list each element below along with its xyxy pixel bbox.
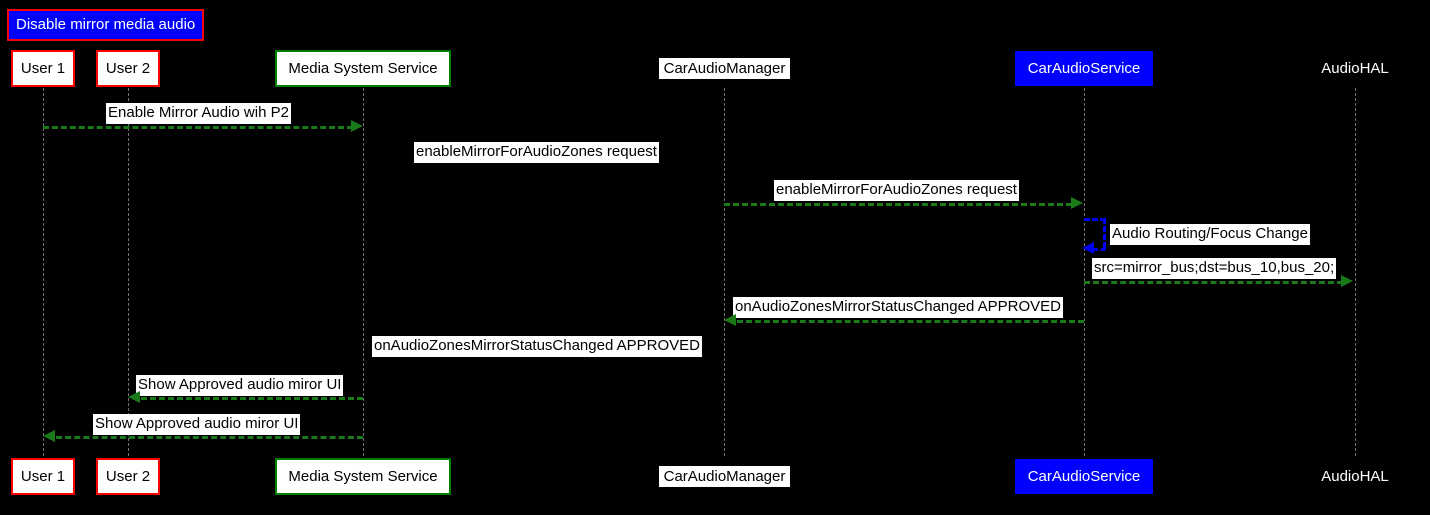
participant-user1-bottom-label: User 1 <box>20 468 66 485</box>
participant-user2-top[interactable]: User 2 <box>96 50 160 87</box>
participant-user1-bottom[interactable]: User 1 <box>11 458 75 495</box>
participant-car-audio-service-bottom[interactable]: CarAudioService <box>1015 459 1153 494</box>
message-label-on-audio-zones-mirror-status-changed-2: onAudioZonesMirrorStatusChanged APPROVED <box>372 336 703 357</box>
message-arrow-show-approved-audio-miror-ui-2 <box>56 436 363 439</box>
diagram-title-text: Disable mirror media audio <box>16 16 196 33</box>
arrowhead-right-src-mirror-bus <box>1341 275 1353 287</box>
lifeline-car-audio-service <box>1084 88 1085 456</box>
message-label-enable-mirror-for-audio-zones-request-2: enableMirrorForAudioZones request <box>774 180 1019 201</box>
participant-audio-hal-bottom[interactable]: AudioHAL <box>1311 466 1399 487</box>
selfloop-top-audio-routing-focus-change <box>1084 218 1106 221</box>
message-arrow-enable-mirror-for-audio-zones-request-2 <box>724 203 1072 206</box>
selfloop-side-audio-routing-focus-change <box>1103 218 1106 248</box>
participant-car-audio-manager-top-label: CarAudioManager <box>663 60 786 77</box>
message-label-show-approved-audio-miror-ui-2: Show Approved audio miror UI <box>93 414 301 435</box>
arrowhead-right-enable-mirror-for-audio-zones-request-2 <box>1071 197 1083 209</box>
message-label-on-audio-zones-mirror-status-changed-1: onAudioZonesMirrorStatusChanged APPROVED <box>733 297 1064 318</box>
participant-car-audio-manager-bottom-label: CarAudioManager <box>663 468 786 485</box>
selfloop-bottom-audio-routing-focus-change <box>1093 248 1106 251</box>
participant-audio-hal-top-label: AudioHAL <box>1321 60 1389 77</box>
message-label-show-approved-audio-miror-ui-1: Show Approved audio miror UI <box>136 375 344 396</box>
message-label-audio-routing-focus-change: Audio Routing/Focus Change <box>1110 224 1310 245</box>
participant-media-system-service-bottom[interactable]: Media System Service <box>275 458 451 495</box>
message-label-src-mirror-bus: src=mirror_bus;dst=bus_10,bus_20; <box>1092 258 1337 279</box>
participant-car-audio-manager-top[interactable]: CarAudioManager <box>659 58 790 79</box>
participant-car-audio-manager-bottom[interactable]: CarAudioManager <box>659 466 790 487</box>
lifeline-user2 <box>128 88 129 456</box>
participant-car-audio-service-top-label: CarAudioService <box>1027 60 1141 77</box>
message-arrow-on-audio-zones-mirror-status-changed-1 <box>737 320 1084 323</box>
arrowhead-left-audio-routing-focus-change <box>1082 242 1094 254</box>
participant-audio-hal-bottom-label: AudioHAL <box>1321 468 1389 485</box>
participant-media-system-service-bottom-label: Media System Service <box>288 468 438 485</box>
message-arrow-src-mirror-bus <box>1084 281 1343 284</box>
participant-media-system-service-top[interactable]: Media System Service <box>275 50 451 87</box>
message-label-enable-mirror-audio: Enable Mirror Audio wih P2 <box>106 103 291 124</box>
participant-user2-bottom-label: User 2 <box>105 468 151 485</box>
participant-user1-top-label: User 1 <box>20 60 66 77</box>
message-label-enable-mirror-for-audio-zones-request-1: enableMirrorForAudioZones request <box>414 142 659 163</box>
lifeline-car-audio-manager <box>724 88 725 456</box>
arrowhead-left-show-approved-audio-miror-ui-1 <box>128 391 140 403</box>
arrowhead-left-show-approved-audio-miror-ui-2 <box>43 430 55 442</box>
participant-user2-bottom[interactable]: User 2 <box>96 458 160 495</box>
participant-car-audio-service-bottom-label: CarAudioService <box>1027 468 1141 485</box>
participant-audio-hal-top[interactable]: AudioHAL <box>1311 58 1399 79</box>
participant-user2-top-label: User 2 <box>105 60 151 77</box>
lifeline-media-system-service <box>363 88 364 456</box>
message-arrow-enable-mirror-audio <box>43 126 353 129</box>
arrowhead-left-on-audio-zones-mirror-status-changed-1 <box>724 314 736 326</box>
participant-user1-top[interactable]: User 1 <box>11 50 75 87</box>
participant-car-audio-service-top[interactable]: CarAudioService <box>1015 51 1153 86</box>
lifeline-audio-hal <box>1355 88 1356 456</box>
lifeline-user1 <box>43 88 44 456</box>
arrowhead-right-enable-mirror-audio <box>351 120 363 132</box>
participant-media-system-service-top-label: Media System Service <box>288 60 438 77</box>
diagram-title-box: Disable mirror media audio <box>7 9 205 41</box>
message-arrow-show-approved-audio-miror-ui-1 <box>141 397 363 400</box>
